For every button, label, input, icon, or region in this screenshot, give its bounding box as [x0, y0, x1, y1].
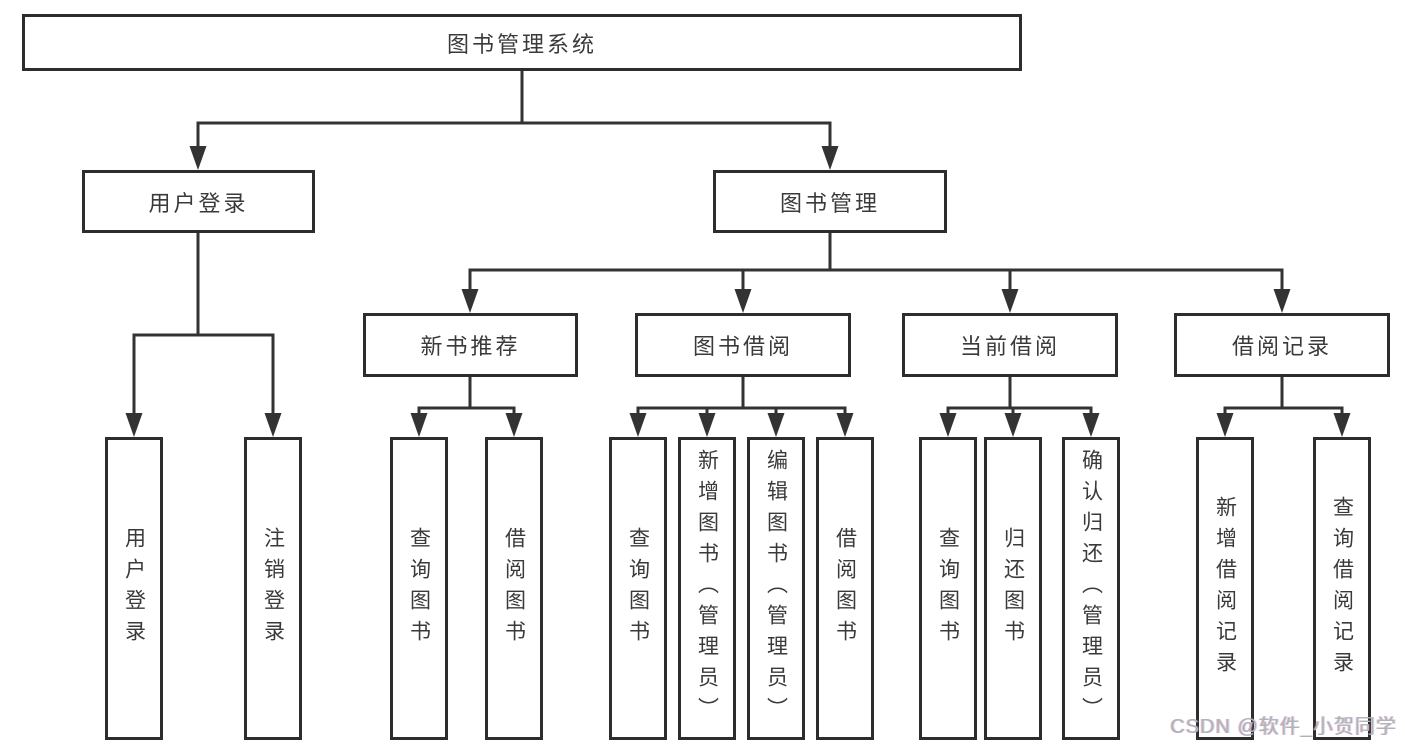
node-label: 新书推荐: [420, 334, 521, 359]
node-new-book-rec: 新书推荐: [363, 313, 578, 377]
node-label: 查询图书: [407, 526, 431, 651]
node-bb-query-book: 查询图书: [609, 437, 667, 740]
node-label: 编辑图书（管理员）: [764, 449, 788, 728]
node-cb-confirm-return: 确认归还（管理员）: [1062, 437, 1120, 740]
node-label: 图书管理系统: [446, 31, 597, 57]
node-label: 新增借阅记录: [1213, 495, 1237, 682]
node-cb-query-book: 查询图书: [919, 437, 977, 740]
node-login-user: 用户登录: [105, 437, 163, 740]
node-label: 注销登录: [261, 526, 285, 651]
node-label: 用户登录: [148, 190, 249, 216]
node-label: 借阅图书: [833, 526, 857, 651]
node-label: 借阅图书: [502, 526, 526, 651]
node-current-borrow: 当前借阅: [902, 313, 1118, 377]
node-br-add-record: 新增借阅记录: [1196, 437, 1254, 740]
node-user-login: 用户登录: [82, 170, 315, 233]
node-label: 查询借阅记录: [1330, 495, 1354, 682]
node-label: 查询图书: [626, 526, 650, 651]
node-borrow-record: 借阅记录: [1174, 313, 1390, 377]
node-cb-return-book: 归还图书: [984, 437, 1042, 740]
node-label: 图书管理: [779, 190, 880, 216]
node-bb-add-book: 新增图书（管理员）: [678, 437, 736, 740]
node-label: 当前借阅: [959, 334, 1060, 359]
node-label: 新增图书（管理员）: [695, 449, 719, 728]
node-label: 借阅记录: [1231, 334, 1332, 359]
watermark-text: CSDN @软件_小贺同学: [1170, 716, 1397, 738]
node-rec-query-book: 查询图书: [390, 437, 448, 740]
node-label: 图书借阅: [692, 334, 793, 359]
node-label: 归还图书: [1001, 526, 1025, 651]
node-rec-borrow-book: 借阅图书: [485, 437, 543, 740]
node-br-query-record: 查询借阅记录: [1313, 437, 1371, 740]
node-root: 图书管理系统: [22, 14, 1022, 71]
node-label: 确认归还（管理员）: [1079, 449, 1103, 728]
node-label: 查询图书: [936, 526, 960, 651]
node-bb-edit-book: 编辑图书（管理员）: [747, 437, 805, 740]
node-label: 用户登录: [122, 526, 146, 651]
node-logout-user: 注销登录: [244, 437, 302, 740]
node-book-borrow: 图书借阅: [635, 313, 851, 377]
node-book-mgmt: 图书管理: [713, 170, 947, 233]
node-bb-borrow-book: 借阅图书: [816, 437, 874, 740]
